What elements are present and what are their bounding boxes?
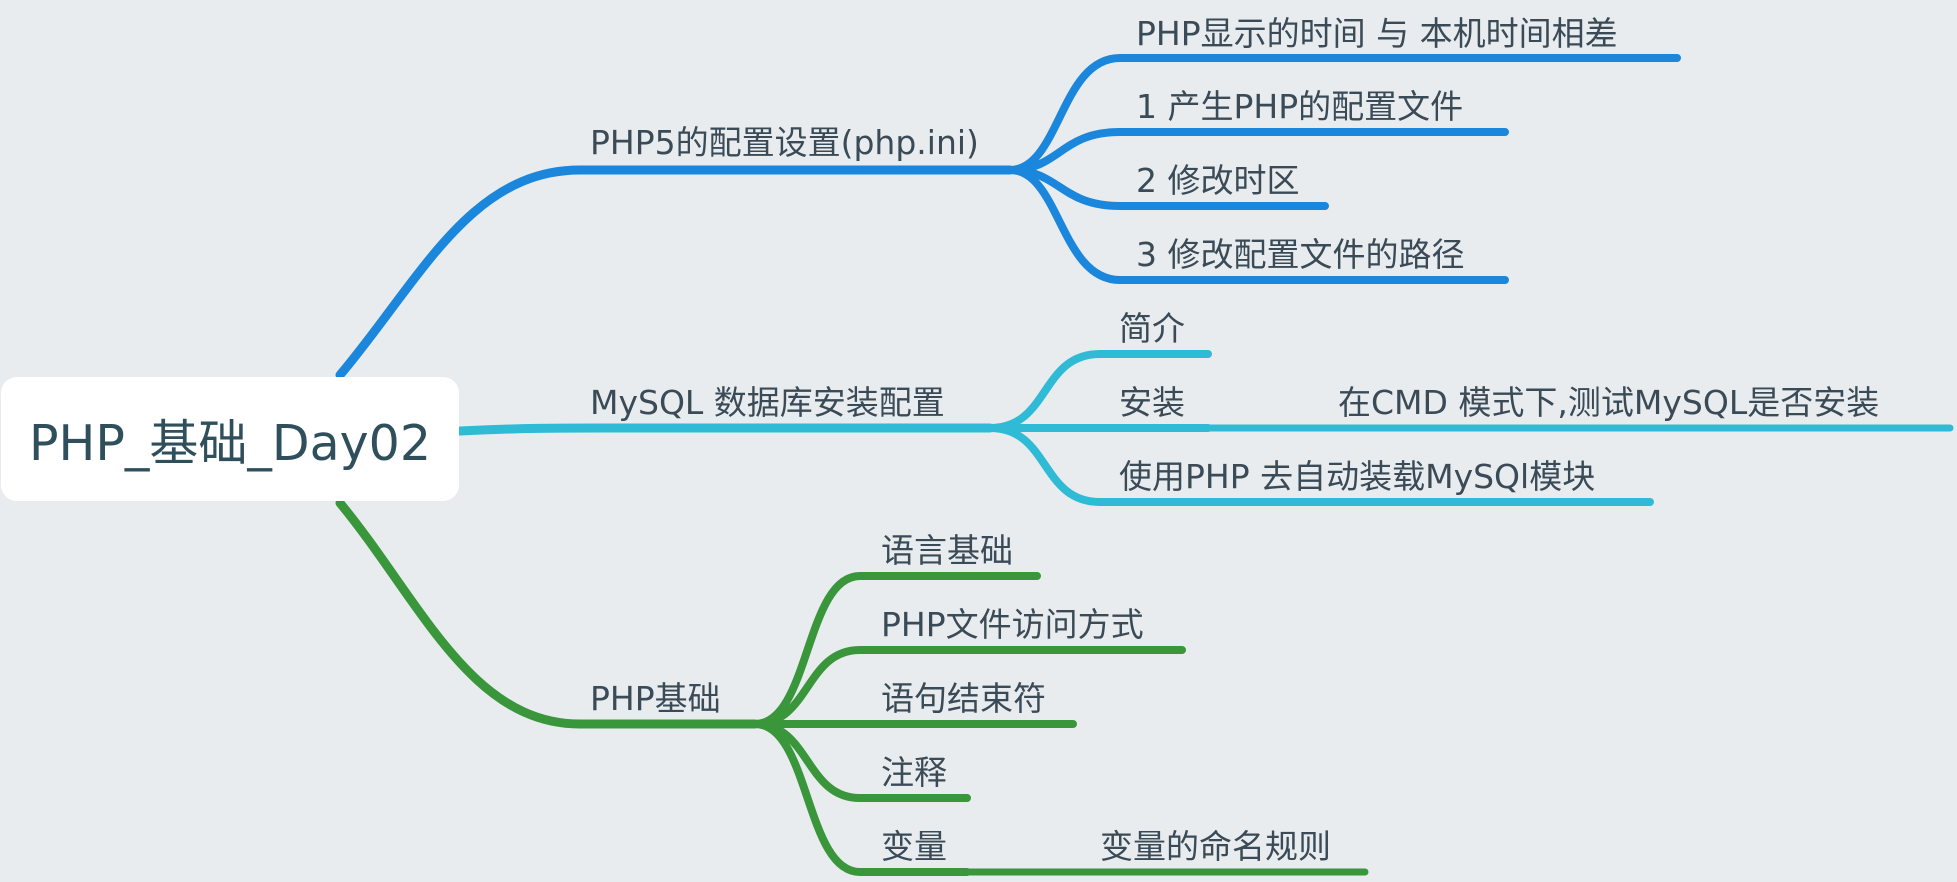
topic-mysql-install[interactable]: 安装 — [1119, 383, 1185, 422]
topic-language-basics[interactable]: 语言基础 — [881, 531, 1013, 570]
topic-comments[interactable]: 注释 — [881, 753, 947, 792]
link-php5-child-3 — [1006, 166, 1509, 284]
topic-statement-terminator[interactable]: 语句结束符 — [881, 679, 1046, 718]
topic-php-time-diff[interactable]: PHP显示的时间 与 本机时间相差 — [1136, 14, 1618, 53]
topic-variables[interactable]: 变量 — [881, 827, 947, 866]
topic-cmd-test-mysql[interactable]: 在CMD 模式下,测试MySQL是否安装 — [1338, 383, 1880, 422]
topic-generate-config-file[interactable]: 1 产生PHP的配置文件 — [1136, 87, 1464, 126]
link-root-to-php5-config — [335, 165, 1015, 380]
topic-php-basics[interactable]: PHP基础 — [590, 679, 721, 718]
topic-mysql-intro[interactable]: 简介 — [1119, 309, 1185, 348]
root-topic[interactable]: PHP_基础_Day02 — [1, 377, 459, 501]
root-topic-label: PHP_基础_Day02 — [28, 414, 432, 472]
link-php-basics-child-4 — [751, 720, 971, 876]
link-root-to-mysql — [455, 423, 995, 436]
link-root-to-php-basics — [335, 498, 760, 729]
topic-mysql-install-config[interactable]: MySQL 数据库安装配置 — [590, 383, 945, 422]
topic-php5-config[interactable]: PHP5的配置设置(php.ini) — [590, 123, 979, 162]
link-mysql-autoload — [986, 424, 1654, 506]
topic-php-file-access[interactable]: PHP文件访问方式 — [881, 605, 1144, 644]
topic-modify-config-path[interactable]: 3 修改配置文件的路径 — [1136, 235, 1465, 274]
topic-variable-naming-rules[interactable]: 变量的命名规则 — [1100, 827, 1331, 866]
topic-php-autoload-mysql[interactable]: 使用PHP 去自动装载MySQl模块 — [1119, 457, 1596, 496]
topic-modify-timezone[interactable]: 2 修改时区 — [1136, 161, 1300, 200]
